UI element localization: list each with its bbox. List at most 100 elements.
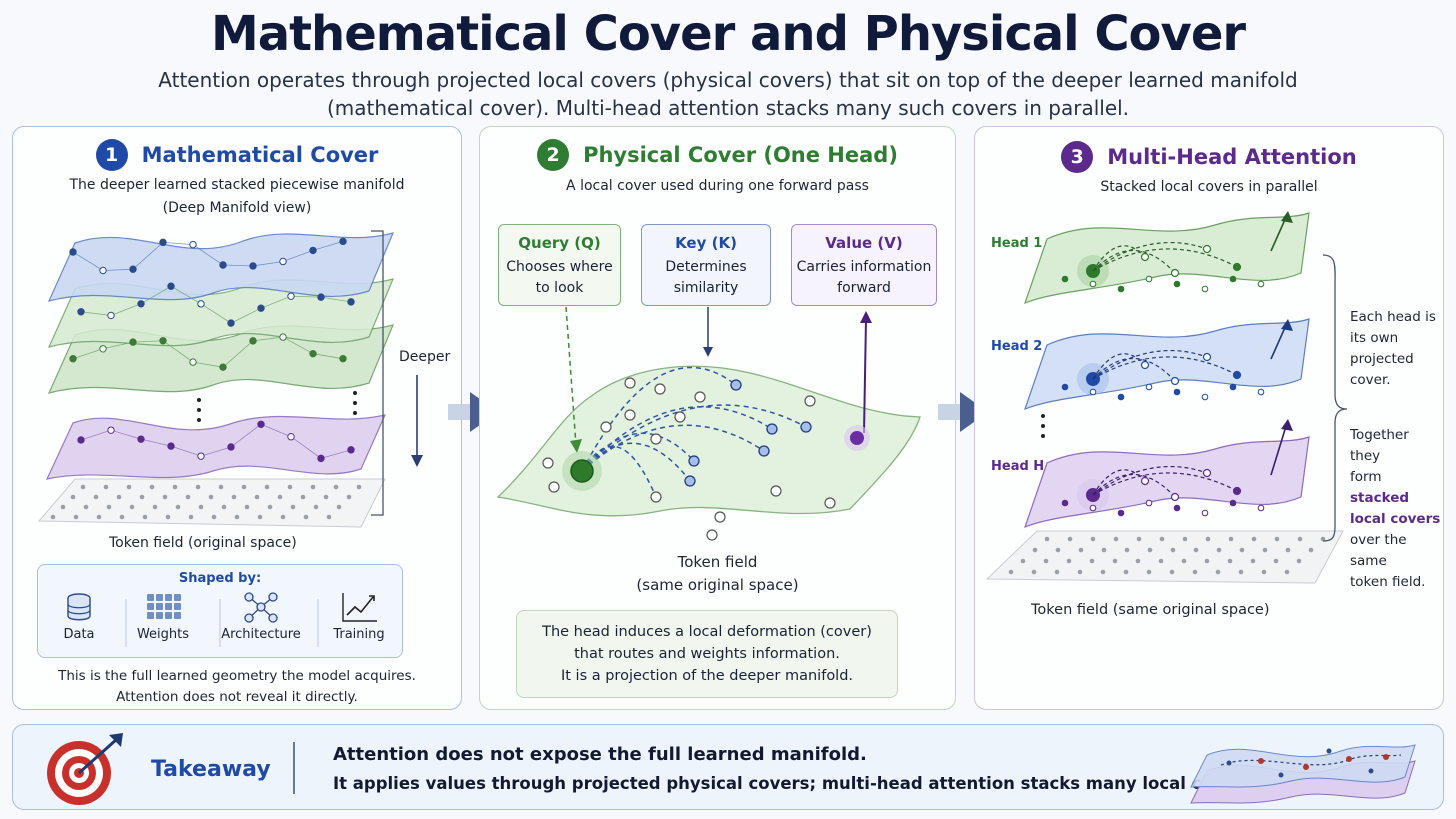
token-node <box>714 511 726 523</box>
token-node <box>624 377 636 389</box>
query-line1: Chooses where <box>506 259 613 275</box>
token-dot <box>1031 569 1037 575</box>
takeaway-line1: Attention does not expose the full learn… <box>333 744 867 765</box>
token-dot <box>73 514 79 520</box>
token-dot <box>1123 569 1129 575</box>
manifold-node <box>227 319 235 327</box>
query-title: Query (Q) <box>518 234 601 252</box>
token-dot <box>290 504 296 510</box>
shaped-item-training: Training <box>314 591 404 642</box>
single-head-cover-illustration <box>496 306 921 541</box>
manifold-node <box>159 238 167 247</box>
token-dot <box>1090 536 1096 542</box>
head-node <box>1117 509 1125 517</box>
note-line2: that routes and weights information. <box>574 646 840 662</box>
shaped-by-dividers <box>125 599 319 647</box>
value-line2: forward <box>837 280 891 296</box>
head-2-cover <box>1024 318 1310 411</box>
token-dot <box>287 484 293 490</box>
panel3-desc: Stacked local covers in parallel <box>1100 179 1318 195</box>
head-target-token <box>1202 468 1212 478</box>
target-icon <box>47 733 123 805</box>
token-node <box>624 409 636 421</box>
panel2-title: Physical Cover (One Head) <box>583 143 898 167</box>
token-dot <box>211 514 217 520</box>
page-subtitle: Attention operates through projected loc… <box>158 68 1298 120</box>
token-dot <box>264 484 270 490</box>
manifold-node <box>317 293 325 301</box>
panel-mathematical-cover: 1 Mathematical Cover The deeper learned … <box>12 126 462 710</box>
token-dot <box>303 514 309 520</box>
manifold-node <box>159 337 167 345</box>
stacked-manifold-illustration <box>37 230 423 528</box>
layer-ellipsis <box>197 391 357 422</box>
token-dot <box>80 484 86 490</box>
token-dot <box>103 484 109 490</box>
panel2-desc: A local cover used during one forward pa… <box>566 178 869 194</box>
token-dot <box>300 494 306 500</box>
manifold-node <box>257 304 265 312</box>
head-node <box>1257 504 1265 512</box>
token-dot <box>356 484 362 490</box>
head-node <box>1201 509 1209 517</box>
token-dot <box>313 504 319 510</box>
shaped-by-title: Shaped by: <box>178 571 262 586</box>
side-note-1-line3: projected <box>1350 351 1414 367</box>
token-dot <box>175 504 181 510</box>
manifold-node <box>309 246 317 255</box>
token-dot <box>1181 558 1187 564</box>
panel1-token-field-label: Token field (original space) <box>109 535 297 551</box>
manifold-node <box>249 262 257 270</box>
token-dot <box>1262 547 1268 553</box>
token-dot <box>1124 547 1130 553</box>
token-dot <box>1159 536 1165 542</box>
takeaway-line2: It applies values through projected phys… <box>333 774 1259 793</box>
shaped-item-training-label: Training <box>333 627 385 642</box>
token-dot <box>1170 547 1176 553</box>
value-token <box>850 431 864 445</box>
token-dot <box>310 484 316 490</box>
head-node <box>1117 393 1125 401</box>
token-dot <box>1089 558 1095 564</box>
panel1-heading: 1 Mathematical Cover <box>13 139 461 171</box>
side-note-2-highlight1: stacked <box>1350 490 1410 506</box>
side-note-2-line4: over the same <box>1350 532 1407 569</box>
head-node <box>1229 275 1237 283</box>
side-note-1: Each head is its own projected cover. <box>1350 307 1436 391</box>
token-dot <box>323 494 329 500</box>
head-target-token <box>1232 486 1242 496</box>
token-node <box>824 497 836 509</box>
manifold-node <box>197 300 205 308</box>
key-title: Key (K) <box>675 234 737 252</box>
token-dot <box>1078 547 1084 553</box>
manifold-node <box>287 292 295 300</box>
token-dot <box>241 484 247 490</box>
token-dot <box>126 484 132 490</box>
head-node <box>1173 388 1181 396</box>
token-dot <box>1136 536 1142 542</box>
head-node <box>1089 388 1097 396</box>
key-token <box>688 455 700 467</box>
manifold-node <box>137 300 145 308</box>
token-dot <box>1308 547 1314 553</box>
token-dot <box>221 504 227 510</box>
manifold-node <box>107 311 115 320</box>
token-dot <box>346 494 352 500</box>
manifold-node <box>249 337 257 345</box>
side-note-1-line1: Each head is <box>1350 309 1436 325</box>
token-field-plane <box>37 478 386 528</box>
head-node <box>1201 393 1209 401</box>
token-dot <box>1250 558 1256 564</box>
value-title: Value (V) <box>825 234 903 252</box>
head-1-label: Head 1 <box>991 236 1043 251</box>
multi-token-dots <box>1008 536 1326 575</box>
network-icon <box>244 592 278 623</box>
token-dot <box>1020 558 1026 564</box>
manifold-node <box>279 333 287 341</box>
token-dot <box>1227 558 1233 564</box>
token-dot <box>139 494 145 500</box>
head-note-box: The head induces a local deformation (co… <box>516 610 898 698</box>
token-dot <box>234 514 240 520</box>
token-nodes <box>542 377 836 541</box>
key-box: Key (K) Determines similarity <box>641 224 771 306</box>
